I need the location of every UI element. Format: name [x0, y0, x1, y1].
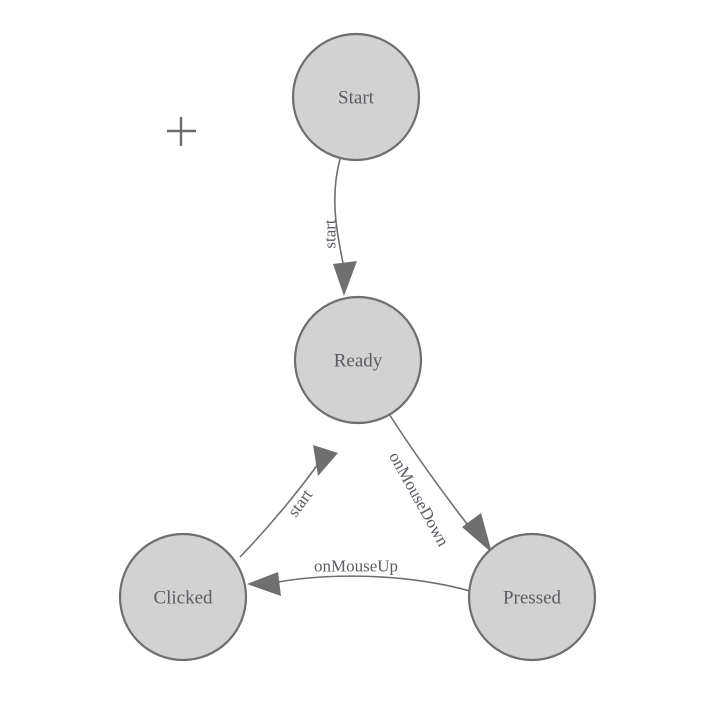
edge-ready-to-pressed[interactable]: onMouseDown — [385, 413, 492, 553]
edge-clicked-to-ready-arrowhead — [313, 445, 338, 476]
node-pressed-label: Pressed — [503, 588, 562, 609]
node-ready-circle — [293, 295, 423, 425]
edge-label-clicked-to-ready: start — [284, 485, 317, 520]
edge-clicked-to-ready[interactable]: start — [239, 445, 338, 558]
edge-pressed-to-clicked-path — [267, 575, 471, 592]
node-clicked[interactable]: Clicked — [118, 532, 248, 662]
edge-start-to-ready-arrowhead — [333, 261, 357, 296]
node-pressed[interactable]: Pressed — [467, 532, 597, 662]
node-start[interactable]: Start — [291, 32, 421, 162]
node-clicked-label: Clicked — [153, 588, 213, 609]
edge-label-pressed-to-clicked: onMouseUp — [314, 557, 398, 576]
edge-ready-to-pressed-arrowhead — [462, 513, 492, 553]
node-clicked-circle — [118, 532, 248, 662]
node-start-label: Start — [338, 88, 375, 109]
edge-start-to-ready[interactable]: start — [321, 158, 358, 296]
edge-pressed-to-clicked-arrowhead — [247, 572, 281, 596]
node-ready[interactable]: Ready — [293, 295, 423, 425]
edge-start-to-ready-path — [334, 158, 345, 269]
node-pressed-circle — [467, 532, 597, 662]
edge-label-start-to-ready: start — [321, 219, 340, 249]
edge-pressed-to-clicked[interactable]: onMouseUp — [247, 557, 471, 597]
node-start-circle — [291, 32, 421, 162]
node-ready-label: Ready — [334, 351, 383, 372]
crosshair-icon[interactable] — [167, 117, 196, 146]
edge-clicked-to-ready-path — [239, 456, 324, 558]
edge-label-ready-to-pressed: onMouseDown — [385, 449, 453, 550]
